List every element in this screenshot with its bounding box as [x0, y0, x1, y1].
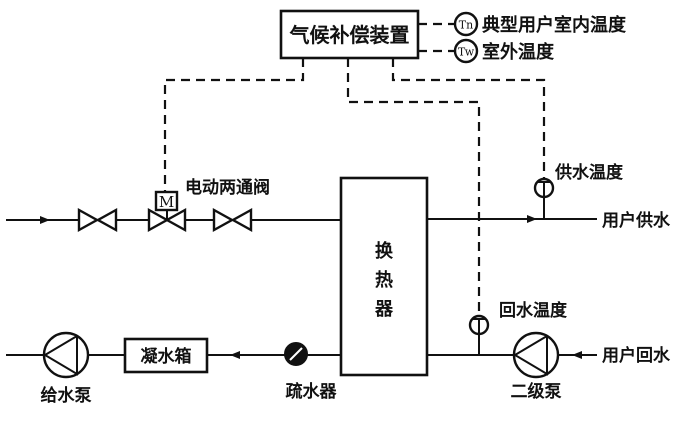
tw-sensor-icon: [453, 38, 479, 64]
secondary-pump-label: 二级泵: [511, 381, 562, 402]
tw-label: 室外温度: [482, 41, 555, 63]
steam-trap-icon: [284, 342, 308, 366]
shutoff-valve-2-icon: [212, 207, 253, 233]
return-temp-sensor-icon: [468, 314, 490, 336]
supply-temp-label: 供水温度: [554, 162, 624, 183]
heat-exchanger-box: [339, 176, 429, 377]
climate-compensator-label: 气候补偿装置: [289, 23, 410, 47]
condensate-tank-label: 凝水箱: [141, 346, 192, 367]
valve-control-line: [163, 58, 305, 192]
tn-sensor-icon: [453, 11, 479, 37]
heat-exchanger-char-3: 器: [374, 299, 394, 320]
feed-pump-icon: [42, 331, 90, 379]
motor-symbol: M: [159, 193, 174, 211]
tw-symbol: Tw: [458, 46, 475, 59]
supply-temp-sensor-icon: [533, 177, 555, 199]
feed-pump-label: 给水泵: [41, 385, 92, 406]
climate-compensator-box: [279, 9, 420, 60]
tn-label: 典型用户室内温度: [482, 14, 627, 36]
tn-symbol: Tn: [459, 19, 473, 32]
steam-trap-label: 疏水器: [286, 381, 338, 402]
flow-arrow-icon: [40, 216, 50, 224]
user-supply-label: 用户供水: [602, 210, 671, 231]
shutoff-valve-1-icon: [77, 207, 118, 233]
secondary-pump-icon: [512, 331, 560, 379]
condensate-tank-box: [123, 337, 209, 374]
flow-arrow-icon: [527, 215, 537, 223]
flow-arrow-icon: [572, 351, 582, 359]
user-return-label: 用户回水: [602, 345, 671, 366]
return-temp-signal-line: [346, 58, 481, 316]
heat-exchanger-char-2: 热: [375, 269, 393, 291]
supply-temp-signal-line: [391, 58, 546, 179]
flow-arrow-icon: [230, 351, 240, 359]
motorized-valve-label: 电动两通阀: [185, 177, 270, 198]
heat-exchanger-char-1: 换: [375, 240, 394, 262]
return-temp-label: 回水温度: [499, 300, 568, 321]
motorized-valve-icon: [147, 190, 187, 233]
